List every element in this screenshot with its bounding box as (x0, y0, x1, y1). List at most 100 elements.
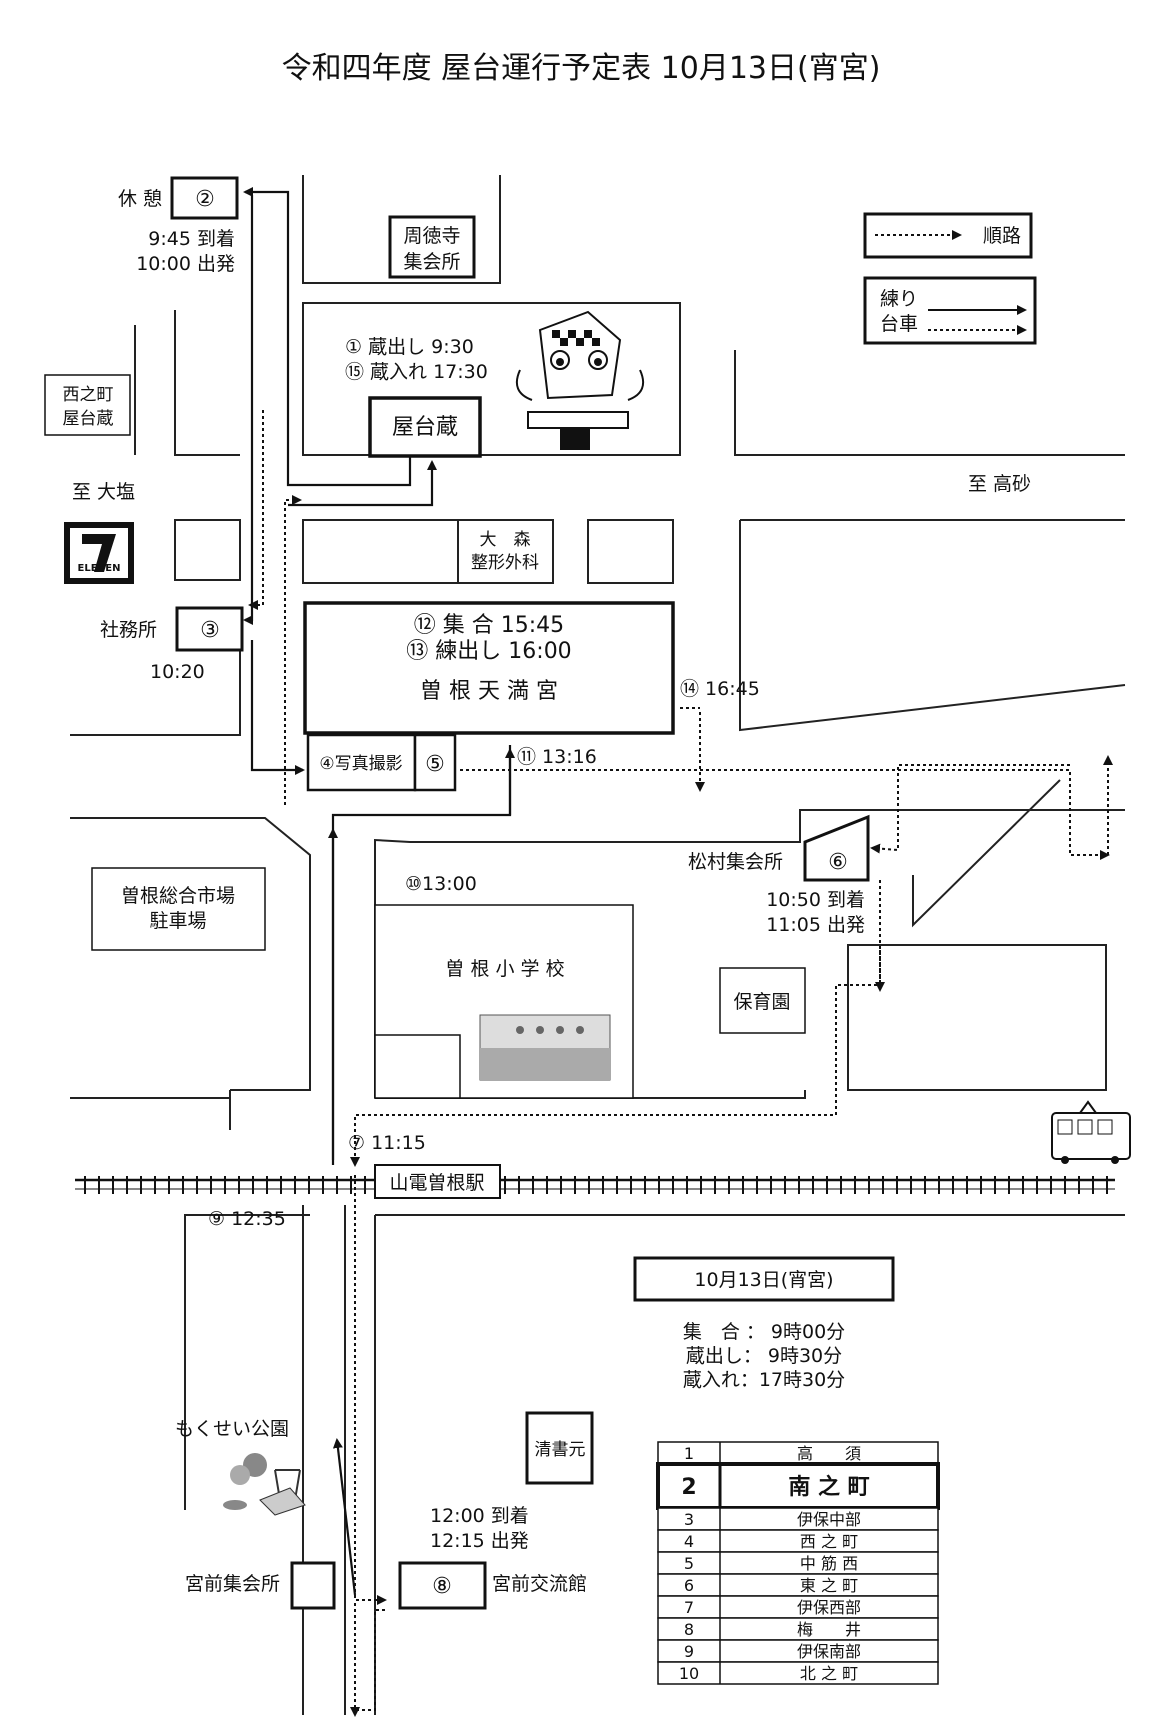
order-table-number: 5 (684, 1554, 694, 1573)
stop-8-box (398, 1561, 487, 1610)
road-edge-north-east (734, 350, 1125, 456)
dolly-route-1 (248, 410, 264, 610)
stop-3-label: ③ (200, 618, 220, 643)
hoikuen-box (719, 967, 806, 1034)
stop-6-box (803, 814, 870, 882)
neri-route-4 (250, 640, 305, 775)
stop-12-label: ⑫ 集 合 15:45 (414, 613, 564, 638)
order-table-number: 6 (684, 1576, 694, 1595)
order-table-name: 伊保中部 (797, 1510, 861, 1529)
order-table-number: 4 (684, 1532, 694, 1551)
miyamae-shukai-box (290, 1561, 336, 1610)
route-dotted (248, 410, 1113, 1717)
school-annex (374, 1034, 461, 1099)
order-table-name: 中 筋 西 (800, 1554, 858, 1573)
order-table-number: 2 (681, 1475, 696, 1500)
order-table-number: 9 (684, 1642, 694, 1661)
street-blocks (70, 175, 1126, 1715)
school-label: 曽 根 小 学 校 (445, 958, 564, 980)
order-table-name: 北 之 町 (800, 1664, 858, 1683)
stop-6-departure: 11:05 出発 (766, 914, 865, 936)
market-label-2: 駐車場 (149, 910, 206, 932)
schedule-line-3: 蔵入れ：17時30分 (683, 1369, 845, 1391)
order-table-number: 1 (684, 1444, 694, 1463)
neri-route-7 (332, 1438, 357, 1596)
mascot-illustration (516, 310, 644, 450)
shutokuji-box (388, 215, 476, 279)
stop-3-box (175, 606, 244, 652)
order-table-row (657, 1551, 939, 1575)
stop-6-label: ⑥ (828, 850, 848, 875)
stop-1-label: ① 蔵出し 9:30 (345, 336, 474, 358)
stop-8-label: ⑧ (432, 1574, 452, 1599)
stop-10-label: ⑩13:00 (405, 873, 477, 895)
park-label: もくせい公園 (175, 1418, 289, 1440)
block-shutokuji (302, 175, 501, 284)
schedule-line-1: 集 合 ： 9時00分 (683, 1321, 845, 1343)
legend-neri-label: 練り (880, 288, 918, 310)
order-table-name: 高 須 (797, 1444, 861, 1463)
yataigura-box (368, 396, 482, 458)
seishomoto-label: 清書元 (535, 1440, 586, 1460)
order-table-number: 10 (679, 1664, 699, 1683)
omori-label-1: 大 森 (480, 530, 531, 550)
stop-4-label: ④写真撮影 (319, 754, 402, 774)
seishomoto-box (525, 1411, 594, 1485)
hoikuen-label: 保育園 (733, 991, 790, 1013)
stop-7-label: ⑦ 11:15 (348, 1132, 426, 1154)
market-label-1: 曽根総合市場 (121, 885, 235, 907)
block-east (739, 520, 1126, 732)
shamusho-label: 社務所 (100, 619, 157, 641)
stop-11-label: ⑪ 13:16 (517, 746, 597, 768)
block-market (70, 817, 311, 1130)
block-southwest (184, 1214, 310, 1510)
neri-route-1 (243, 187, 412, 487)
block-yataigura (302, 302, 681, 456)
route-lines (243, 187, 515, 1596)
order-table-row (656, 1462, 940, 1510)
order-table-name: 西 之 町 (800, 1532, 858, 1551)
order-table-name: 南 之 町 (788, 1474, 869, 1500)
stop-5-box (413, 733, 457, 792)
order-table-row (657, 1661, 939, 1685)
stop-5-label: ⑤ (425, 752, 445, 777)
market-box (91, 867, 266, 951)
legend-route-label: 順路 (983, 225, 1021, 247)
block-east-2 (912, 779, 1061, 928)
dolly-route-8 (354, 1175, 387, 1605)
legend-daisha-label: 台車 (880, 313, 918, 335)
stop-9-label: ⑨ 12:35 (208, 1208, 286, 1230)
stop-2-arrival: 9:45 到着 (148, 228, 235, 250)
matsumura-label: 松村集会所 (688, 851, 783, 873)
miyamae-koryu-label: 宮前交流館 (492, 1573, 587, 1595)
tenmangu-label: 曽 根 天 満 宮 (420, 679, 558, 704)
stop-6-arrival: 10:50 到着 (766, 889, 865, 911)
station-box (374, 1164, 501, 1199)
block-small-east (587, 519, 674, 584)
omori-label-2: 整形外科 (471, 553, 539, 573)
stop-13-label: ⑬ 練出し 16:00 (406, 639, 571, 664)
order-table-name: 伊保西部 (797, 1598, 861, 1617)
schedule-heading: 10月13日(宵宮) (694, 1269, 833, 1291)
order-table-row (657, 1573, 939, 1597)
to-takasago-label: 至 高砂 (968, 473, 1031, 495)
train-illustration (1051, 1100, 1131, 1164)
yataigura-label: 屋台蔵 (392, 415, 458, 440)
block-east-3 (847, 944, 1107, 1091)
stop-8-arrival: 12:00 到着 (430, 1505, 529, 1527)
station-label: 山電曽根駅 (389, 1172, 484, 1194)
order-table-name: 梅 井 (797, 1620, 861, 1639)
seven-eleven-logo: ELEVEN (64, 522, 134, 584)
block-omori (302, 519, 554, 584)
order-table-number: 7 (684, 1598, 694, 1617)
block-west-upper (174, 310, 240, 456)
stop-15-label: ⑮ 蔵入れ 17:30 (345, 361, 488, 383)
order-table-number: 3 (684, 1510, 694, 1529)
stop-2-box (170, 176, 239, 220)
park-illustration (223, 1453, 306, 1516)
seven-eleven-text: ELEVEN (78, 563, 121, 574)
dolly-route-2 (284, 495, 302, 805)
tenmangu-box (303, 601, 675, 735)
